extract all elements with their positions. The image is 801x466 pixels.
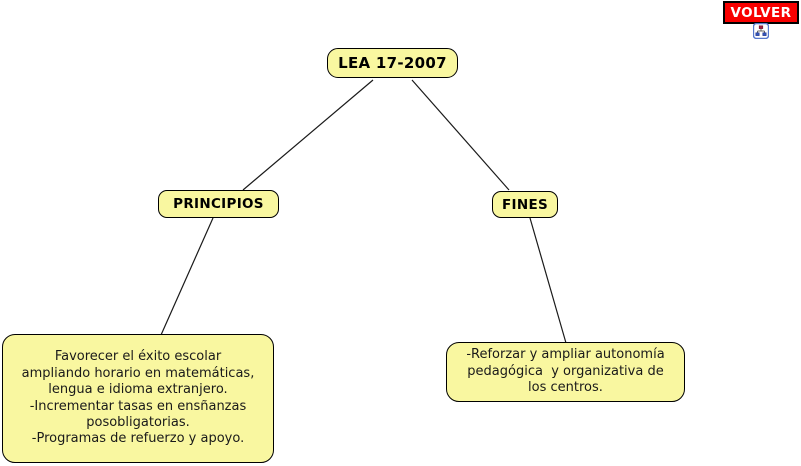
node-lea-17-2007: LEA 17-2007 — [327, 48, 458, 78]
node-fines-detail: -Reforzar y ampliar autonomía pedagógica… — [446, 342, 685, 402]
connector-root-principios — [242, 79, 374, 191]
node-principios-detail: Favorecer el éxito escolar ampliando hor… — [2, 334, 274, 463]
node-principios: PRINCIPIOS — [158, 190, 279, 218]
connector-principios-detail — [160, 217, 214, 336]
concept-map-icon[interactable] — [753, 23, 769, 39]
volver-button[interactable]: VOLVER — [723, 1, 799, 24]
connector-root-fines — [411, 79, 510, 191]
node-fines: FINES — [492, 191, 558, 218]
connector-fines-detail — [529, 217, 567, 344]
